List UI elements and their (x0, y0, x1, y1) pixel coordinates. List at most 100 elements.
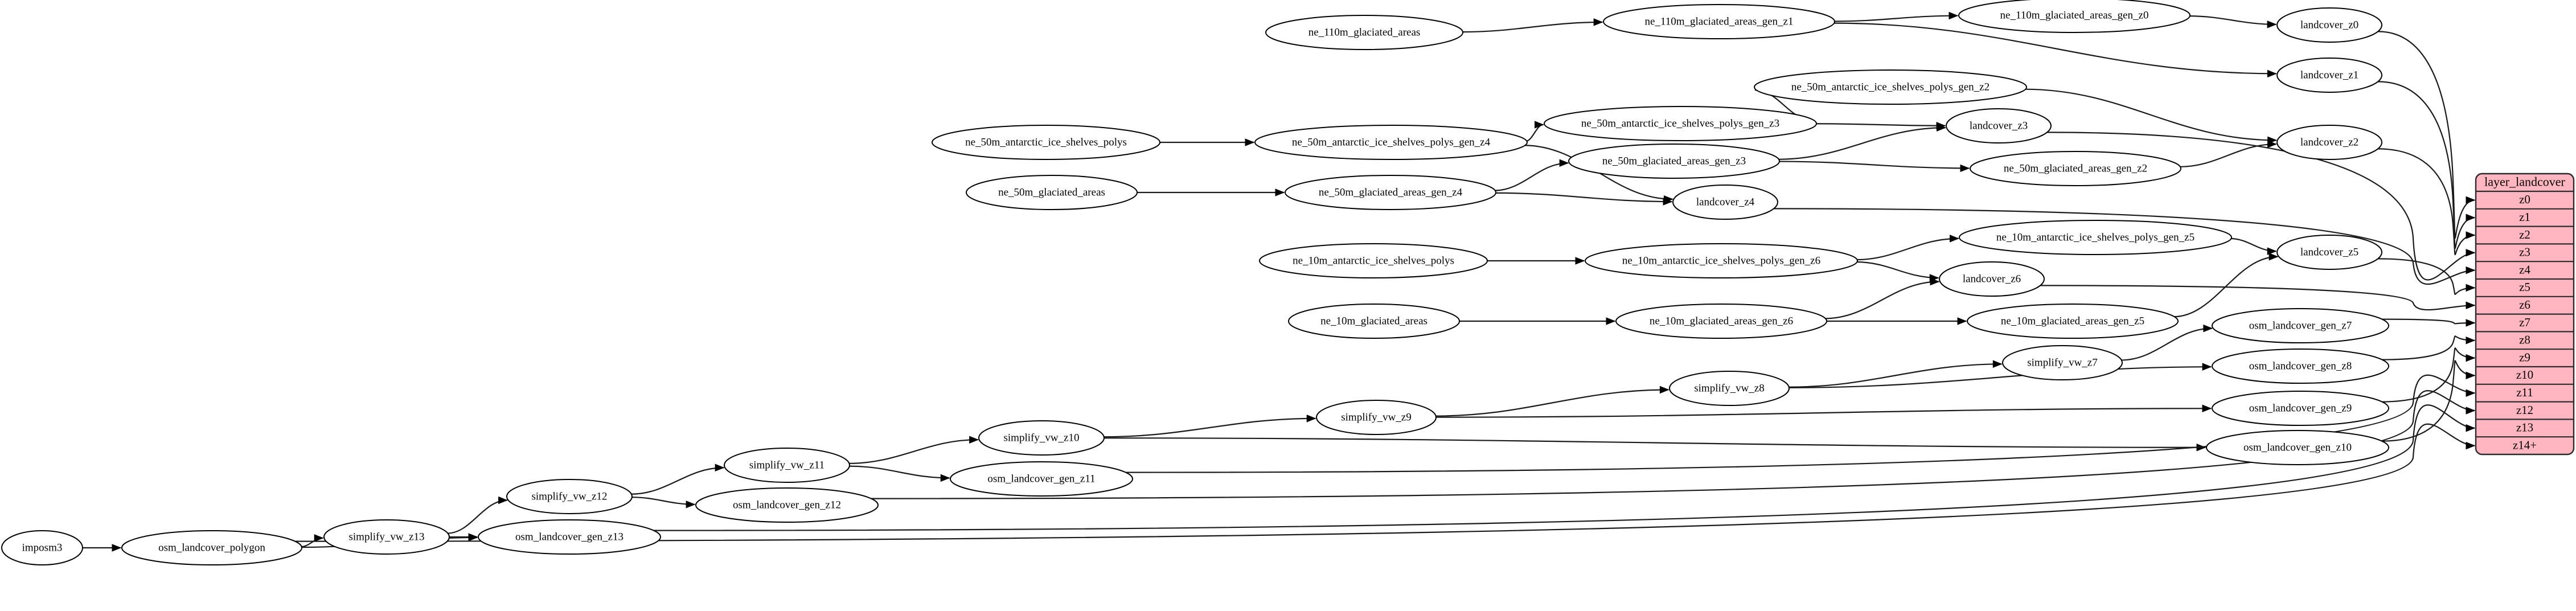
node-ellipse (323, 519, 450, 555)
graph-node[interactable]: ne_110m_glaciated_areas_gen_z1 (1603, 4, 1835, 39)
graph-node[interactable]: simplify_vw_z10 (978, 420, 1105, 456)
table-row[interactable]: z9 (2519, 350, 2530, 364)
node-ellipse (2276, 7, 2382, 43)
node-label: landcover_z0 (2300, 19, 2358, 31)
graph-node[interactable]: simplify_vw_z11 (724, 448, 850, 483)
edge-arrowhead (2267, 140, 2277, 148)
graph-node[interactable]: osm_landcover_gen_z11 (950, 461, 1133, 497)
node-ellipse (1958, 0, 2191, 33)
graph-node[interactable]: landcover_z1 (2276, 58, 2382, 93)
table-row[interactable]: z12 (2516, 403, 2533, 417)
table-row[interactable]: z11 (2516, 386, 2533, 399)
graph-node[interactable]: landcover_z5 (2276, 235, 2382, 270)
table-row[interactable]: z1 (2519, 210, 2530, 224)
node-ellipse (1939, 261, 2045, 297)
graph-node[interactable]: ne_110m_glaciated_areas_gen_z0 (1958, 0, 2191, 33)
table-row[interactable]: z13 (2516, 421, 2533, 434)
graph-edge (848, 439, 978, 464)
graph-node[interactable]: ne_10m_glaciated_areas_gen_z5 (1967, 304, 2179, 339)
table-row[interactable]: z7 (2519, 315, 2530, 329)
edge-arrowhead (2267, 69, 2277, 78)
table-row[interactable]: z4 (2519, 263, 2530, 276)
graph-node[interactable]: ne_50m_glaciated_areas_gen_z3 (1568, 143, 1780, 179)
node-label: ne_10m_glaciated_areas (1320, 315, 1428, 327)
graph-node[interactable]: osm_landcover_gen_z9 (2212, 391, 2389, 426)
node-label: landcover_z1 (2300, 69, 2358, 81)
graph-node[interactable]: ne_10m_antarctic_ice_shelves_polys_gen_z… (1585, 243, 1858, 278)
graph-node[interactable]: landcover_z2 (2276, 125, 2382, 160)
graph-edge (1495, 192, 1672, 203)
graph-node[interactable]: ne_10m_antarctic_ice_shelves_polys_gen_z… (1959, 220, 2232, 255)
graph-node[interactable]: landcover_z3 (1946, 108, 2052, 143)
graph-node[interactable]: imposm3 (1, 530, 83, 565)
node-label: simplify_vw_z12 (532, 490, 608, 502)
table-row[interactable]: z5 (2519, 280, 2530, 294)
edge-arrowhead (2267, 247, 2277, 255)
edge-arrowhead (1245, 138, 1255, 146)
graph-node[interactable]: ne_50m_antarctic_ice_shelves_polys_gen_z… (1544, 106, 1817, 141)
edge-arrowhead (1960, 164, 1970, 173)
graph-node[interactable]: simplify_vw_z12 (506, 479, 633, 514)
graph-node[interactable]: ne_50m_glaciated_areas_gen_z2 (1970, 151, 2181, 186)
node-label: osm_landcover_gen_z12 (733, 499, 841, 511)
edge-arrowhead (1957, 317, 1967, 325)
graph-node[interactable]: landcover_z0 (2276, 7, 2382, 43)
graph-node[interactable]: osm_landcover_gen_z12 (695, 487, 879, 523)
graph-node[interactable]: landcover_z4 (1672, 184, 1778, 220)
node-label: simplify_vw_z11 (749, 459, 825, 471)
graph-node[interactable]: osm_landcover_gen_z8 (2212, 348, 2389, 384)
graph-node[interactable]: landcover_z6 (1939, 261, 2045, 297)
graph-edge (1103, 417, 1316, 438)
table-row[interactable]: z3 (2519, 245, 2530, 259)
node-ellipse (1603, 4, 1835, 39)
graph-edge-to-table (1774, 208, 2475, 285)
node-label: imposm3 (22, 542, 63, 553)
graph-node[interactable]: simplify_vw_z9 (1316, 400, 1437, 435)
graph-edge-to-table (2382, 335, 2475, 360)
graph-node[interactable]: osm_landcover_polygon (121, 530, 302, 565)
node-ellipse (1288, 304, 1460, 339)
graph-node[interactable]: simplify_vw_z7 (2002, 345, 2123, 380)
edge-arrowhead (1575, 257, 1585, 265)
edge-arrowhead (2466, 407, 2476, 415)
graph-node[interactable]: ne_110m_glaciated_areas (1265, 15, 1463, 50)
edge-arrowhead (2202, 404, 2212, 413)
node-ellipse (1946, 108, 2052, 143)
graph-node[interactable]: ne_50m_glaciated_areas (966, 175, 1138, 210)
graph-node[interactable]: simplify_vw_z13 (323, 519, 450, 555)
edge-arrowhead (940, 474, 950, 482)
table-row[interactable]: z6 (2519, 298, 2530, 311)
table-row[interactable]: z0 (2519, 192, 2530, 206)
graph-node[interactable]: simplify_vw_z8 (1669, 371, 1790, 406)
table-row[interactable]: z8 (2519, 333, 2530, 347)
graph-edge (1815, 123, 1946, 126)
graph-node[interactable]: ne_50m_antarctic_ice_shelves_polys (932, 125, 1160, 160)
graph-node[interactable]: ne_50m_antarctic_ice_shelves_polys_gen_z… (1754, 69, 2027, 105)
graph-edge (1824, 281, 1939, 319)
graph-node[interactable]: ne_10m_glaciated_areas (1288, 304, 1460, 339)
edge-arrowhead (2466, 231, 2476, 239)
edge-arrowhead (2466, 441, 2476, 450)
graph-node[interactable]: ne_10m_glaciated_areas_gen_z6 (1615, 304, 1827, 339)
edge-arrowhead (1306, 415, 1316, 423)
table-row[interactable]: z2 (2519, 228, 2530, 241)
graph-node[interactable]: ne_50m_glaciated_areas_gen_z4 (1285, 175, 1496, 210)
edge-arrowhead (1949, 11, 1959, 20)
edge-arrowhead (1937, 124, 1946, 132)
node-ellipse (2276, 58, 2382, 93)
edge-arrowhead (2202, 363, 2212, 371)
graph-node[interactable]: osm_landcover_gen_z13 (478, 519, 661, 555)
graph-edge-to-table (2378, 258, 2475, 295)
graph-edge (1833, 15, 1958, 22)
graph-node[interactable]: ne_50m_antarctic_ice_shelves_polys_gen_z… (1254, 125, 1528, 160)
table-header-label: layer_landcover (2484, 175, 2565, 189)
node-label: ne_50m_antarctic_ice_shelves_polys_gen_z… (1581, 117, 1779, 129)
node-ellipse (121, 530, 302, 565)
table-row[interactable]: z10 (2516, 368, 2533, 382)
node-ellipse (1, 530, 83, 565)
graph-node[interactable]: ne_10m_antarctic_ice_shelves_polys (1259, 243, 1488, 278)
edge-arrowhead (2466, 319, 2476, 327)
table-row[interactable]: z14+ (2513, 438, 2537, 452)
graph-node[interactable]: osm_landcover_gen_z10 (2206, 430, 2389, 465)
graph-node[interactable]: osm_landcover_gen_z7 (2212, 308, 2389, 343)
